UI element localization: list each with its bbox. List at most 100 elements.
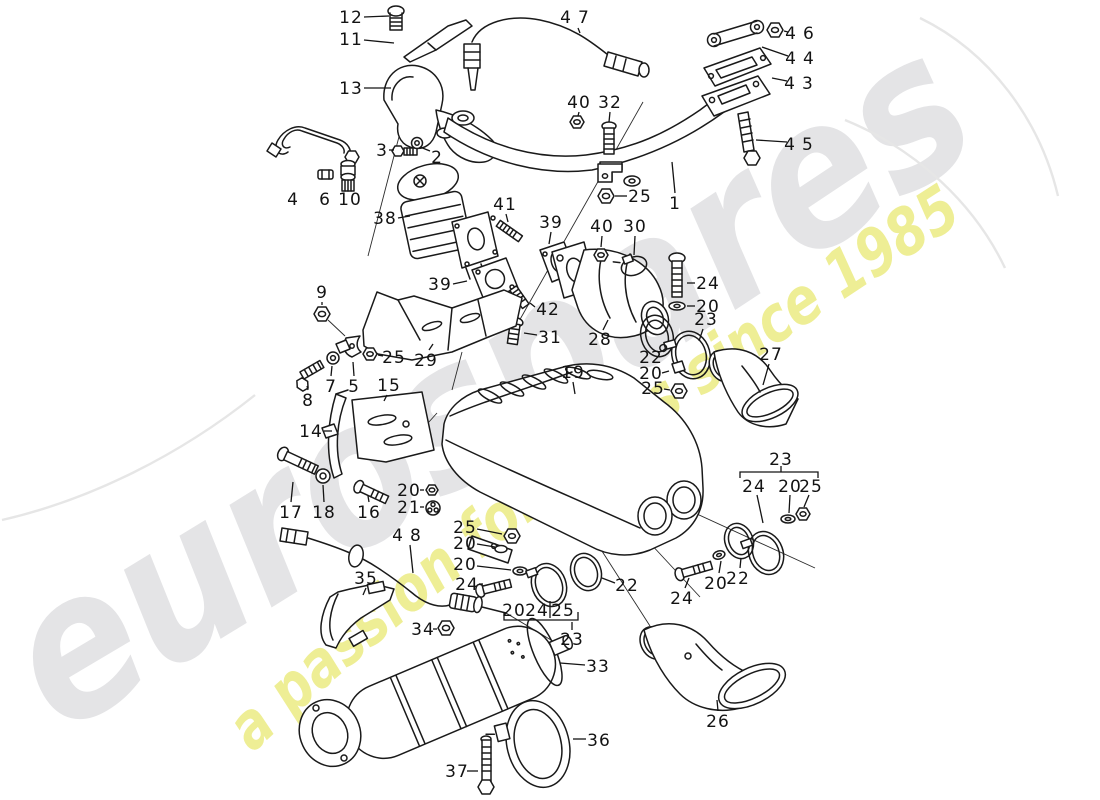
nut-46 (766, 22, 784, 38)
callout-leader-22 (601, 577, 616, 584)
part-number-41: 41 (493, 195, 517, 215)
part-number-31: 31 (538, 328, 562, 348)
screw-3 (391, 145, 418, 157)
part-number-24: 24 (742, 477, 766, 497)
nut-40-top (569, 115, 585, 129)
part-number-24: 24 (525, 601, 549, 621)
oxygen-sensor-47 (463, 17, 650, 91)
part-number-42: 42 (536, 300, 560, 320)
air-valve-38 (396, 162, 499, 280)
callout-leader-29 (428, 343, 434, 351)
callout-leader-35 (362, 587, 367, 596)
callout-leader-39 (452, 280, 468, 285)
part-number-29: 29 (414, 351, 438, 371)
callout-leader-31 (523, 332, 538, 336)
callout-leader-20 (476, 565, 512, 571)
nut-25-right (795, 507, 811, 521)
washer-20-right (780, 514, 796, 524)
part-number-20: 20 (704, 574, 728, 594)
callout-leader-20 (661, 370, 670, 374)
part-number-47: 47 (560, 8, 596, 28)
part-number-20: 20 (696, 297, 720, 317)
band-clamp-36 (485, 699, 571, 789)
part-number-30: 30 (623, 217, 647, 237)
part-number-20: 20 (453, 534, 477, 554)
part-number-16: 16 (357, 503, 381, 523)
part-number-8: 8 (302, 391, 314, 411)
nut-25-muffler (494, 528, 521, 554)
part-number-23: 23 (694, 310, 718, 330)
group-bracket-23-bottom (503, 601, 579, 621)
part-number-20: 20 (397, 481, 421, 501)
bolt-16 (353, 479, 390, 505)
callout-leader-25 (663, 388, 671, 391)
callout-leader-33 (559, 662, 586, 666)
part-number-4: 4 (287, 190, 299, 210)
fitting-20-small (671, 360, 686, 374)
part-number-26: 26 (706, 712, 730, 732)
part-number-40: 40 (567, 93, 591, 113)
callout-leader-12 (363, 15, 390, 18)
callout-leader-47 (577, 27, 581, 34)
callout-leader-40 (577, 111, 580, 117)
callout-leader-2 (419, 146, 431, 152)
part-number-38: 38 (373, 209, 397, 229)
part-number-22: 22 (639, 348, 663, 368)
part-number-43: 43 (784, 74, 820, 94)
part-number-1: 1 (669, 194, 681, 214)
callout-leader-32 (608, 111, 611, 123)
bolt-24-right (674, 560, 714, 582)
callout-leader-46 (783, 30, 789, 33)
clamp-23-lower (525, 562, 568, 608)
gasket-43 (703, 47, 772, 87)
part-number-12: 12 (339, 8, 363, 28)
part-number-9: 9 (316, 283, 328, 303)
callout-leader-42 (529, 302, 536, 308)
callout-leader-5 (352, 361, 355, 377)
part-number-18: 18 (312, 503, 336, 523)
callout-leader-43 (771, 77, 788, 82)
part-number-39: 39 (539, 213, 563, 233)
part-number-25: 25 (382, 348, 406, 368)
part-number-45: 45 (784, 135, 820, 155)
callout-leader-25 (803, 494, 810, 508)
callout-leader-41 (505, 213, 509, 223)
part-number-23: 23 (769, 450, 793, 470)
sensor-cable-48 (279, 527, 507, 614)
part-number-2: 2 (431, 148, 443, 168)
part-number-25: 25 (551, 601, 575, 621)
bolt-8 (296, 359, 325, 392)
clamp-30 (612, 253, 648, 277)
bracket-29 (362, 289, 523, 361)
washer-20-upper (668, 301, 686, 311)
callout-leader-27 (762, 363, 770, 386)
callout-leader-38 (397, 215, 411, 219)
part-number-10: 10 (338, 190, 362, 210)
callout-leader-22 (739, 557, 742, 569)
watermark-arc-2 (844, 118, 1007, 269)
part-number-6: 6 (319, 190, 331, 210)
callout-leader-24 (684, 577, 690, 589)
callout-leader-40 (600, 235, 603, 248)
callout-leader-1 (671, 161, 676, 194)
part-number-44: 44 (785, 49, 821, 69)
nut-20-mid (425, 484, 439, 496)
watermark-arc-3 (1, 394, 256, 522)
part-number-32: 32 (598, 93, 622, 113)
part-number-19: 19 (561, 363, 585, 383)
bolt-17 (276, 446, 319, 475)
washer-2 (410, 136, 424, 150)
washer-7 (326, 339, 351, 365)
part-number-46: 46 (785, 24, 821, 44)
callout-leader-23 (698, 328, 704, 342)
rear-muffler-33 (298, 617, 574, 768)
nut-34 (437, 620, 455, 636)
part-number-5: 5 (348, 377, 360, 397)
bolt-24-upper (668, 252, 686, 298)
part-number-37: 37 (445, 762, 469, 782)
part-number-22: 22 (726, 569, 750, 589)
part-number-22: 22 (615, 576, 639, 596)
part-number-17: 17 (279, 503, 303, 523)
